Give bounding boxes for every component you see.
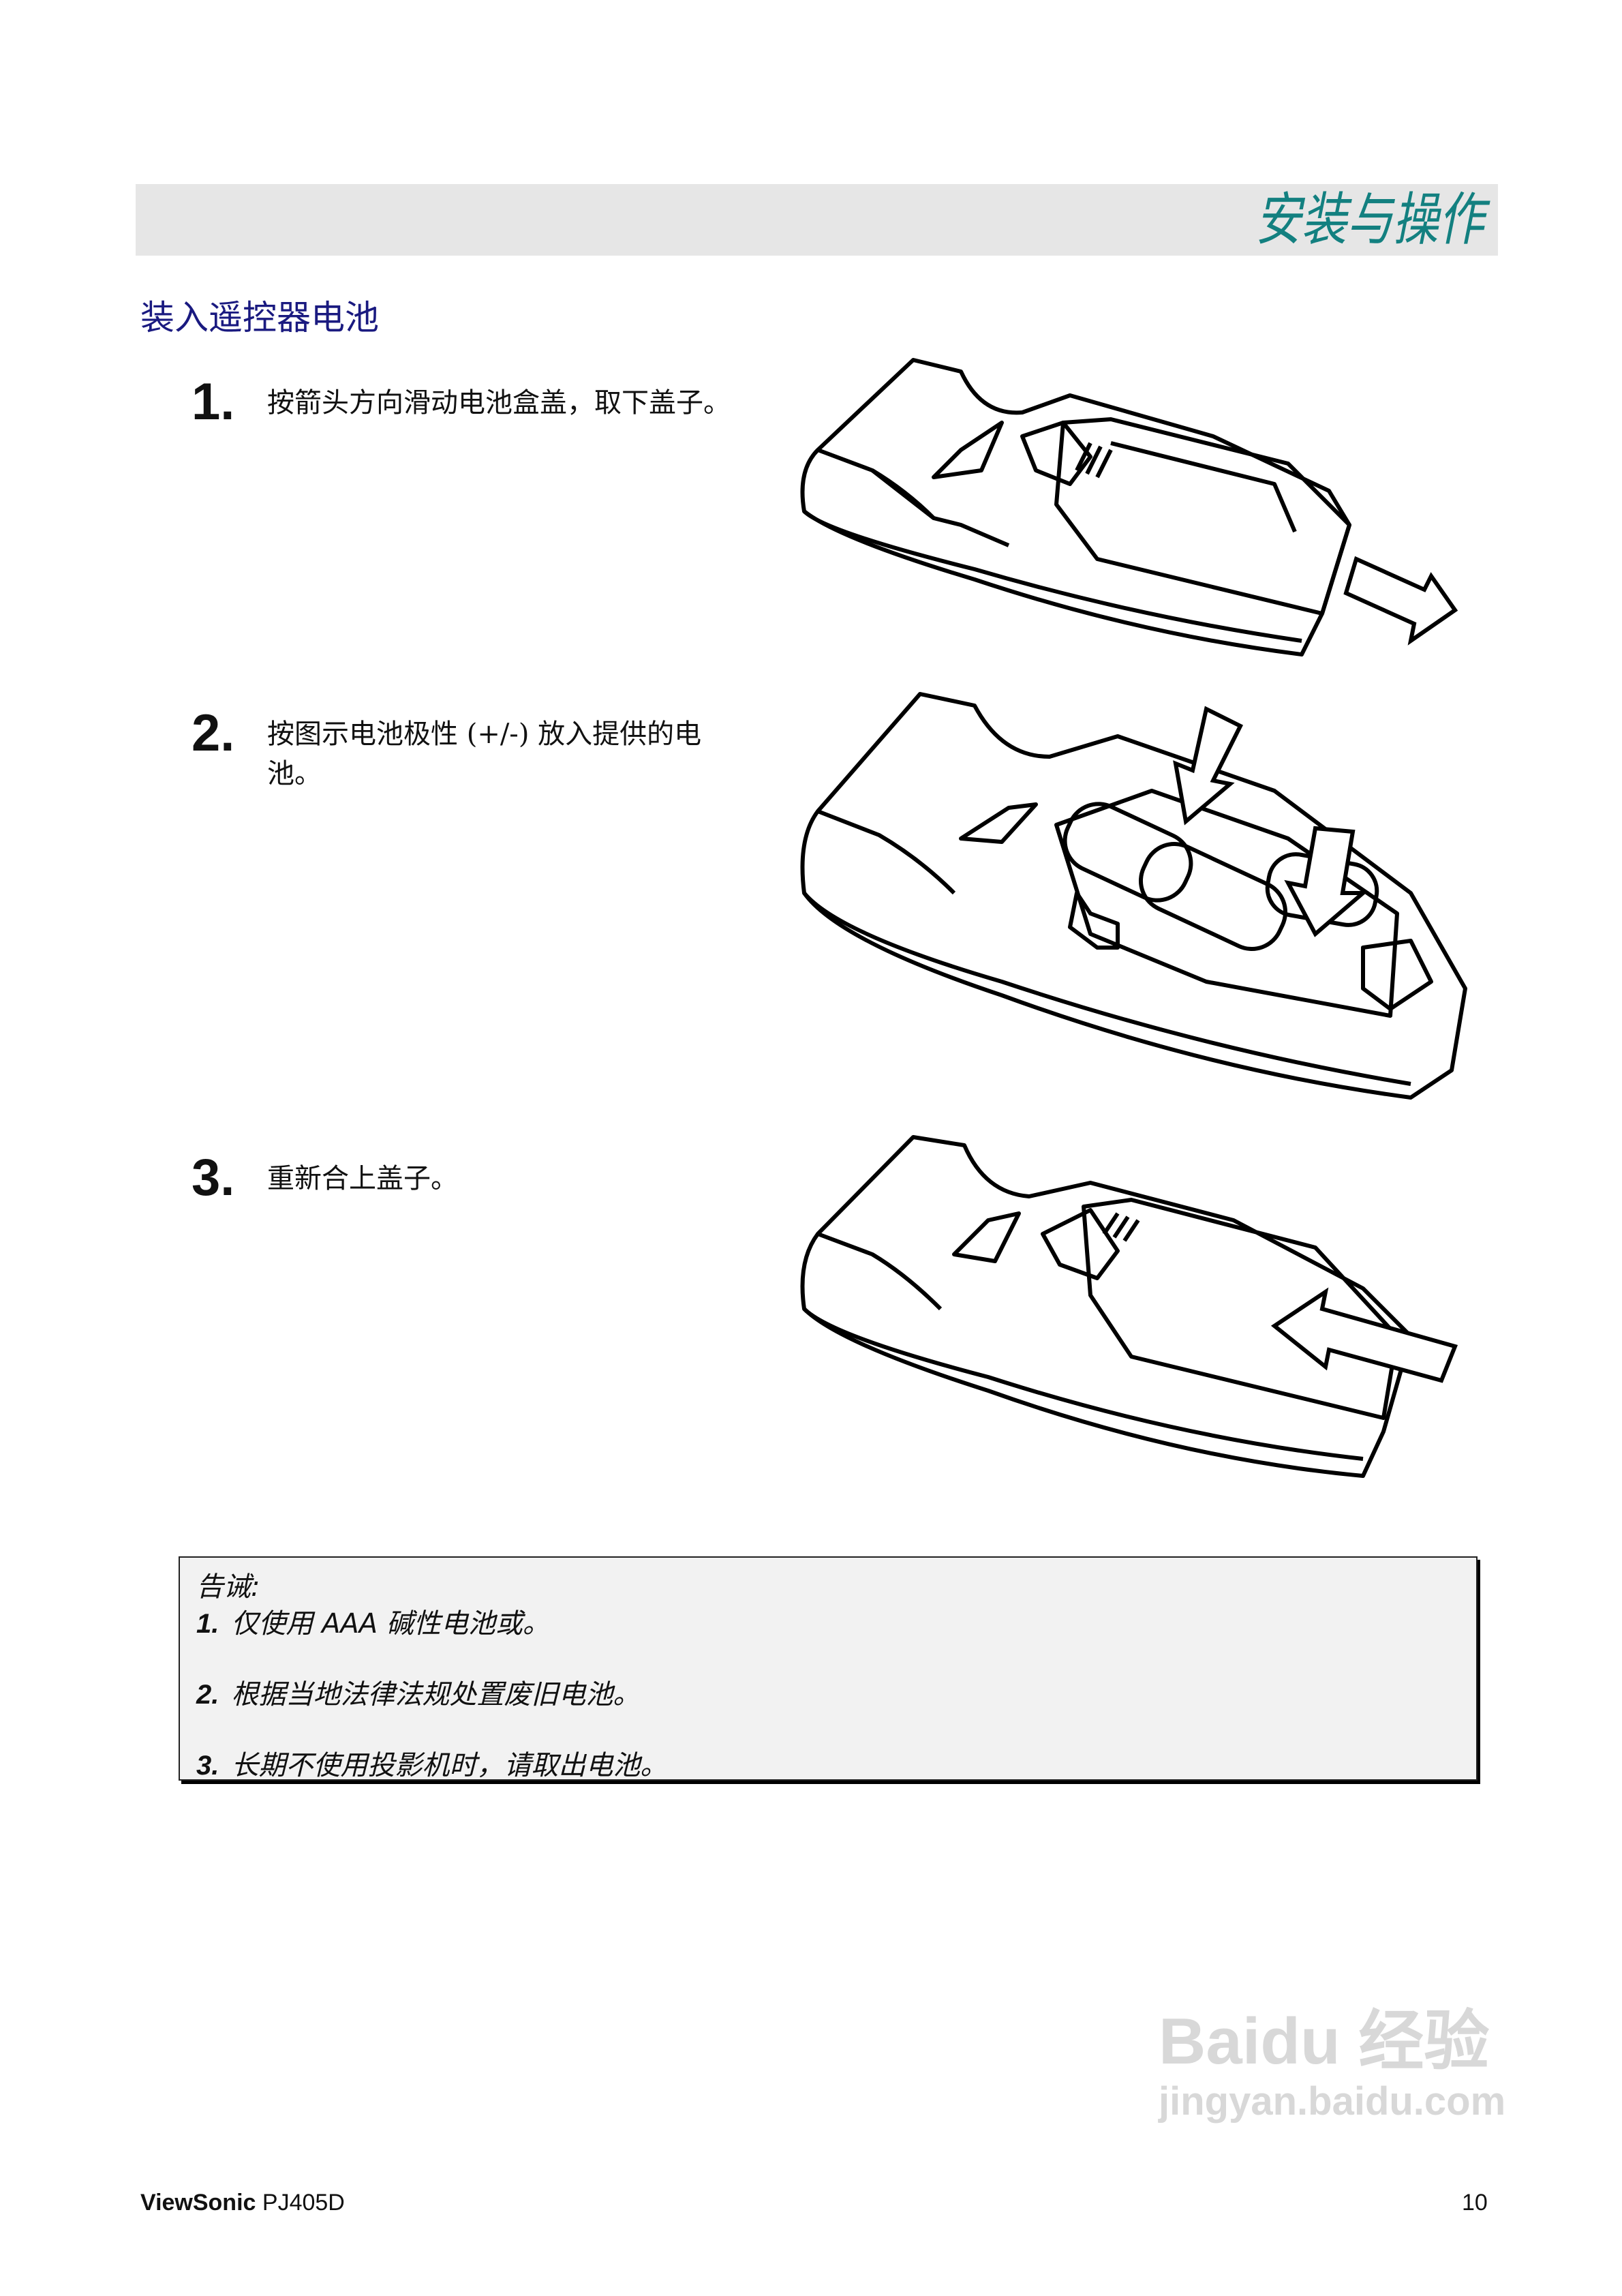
slide-out-arrow-icon xyxy=(1343,556,1458,646)
step-2-text-line1: 按图示电池极性 (+/-) 放入提供的电 xyxy=(267,719,702,750)
footer-brand-name: ViewSonic xyxy=(140,2190,256,2216)
step-2-number: 2. xyxy=(192,704,235,762)
step-1-text: 按箭头方向滑动电池盒盖，取下盖子。 xyxy=(267,387,731,419)
chapter-title: 安装与操作 xyxy=(1255,186,1484,253)
step-3-text: 重新合上盖子。 xyxy=(267,1163,458,1194)
warning-item-number: 1. xyxy=(196,1609,219,1639)
slide-in-arrow-icon xyxy=(1270,1287,1458,1383)
remote-insert-batteries-illustration xyxy=(800,692,1467,1100)
insert-arrow-icon xyxy=(1173,706,1244,826)
footer-model: PJ405D xyxy=(262,2190,345,2216)
step-1-number: 1. xyxy=(192,373,235,431)
insert-arrow-icon xyxy=(1284,826,1369,937)
warning-item-number: 3. xyxy=(196,1751,219,1781)
warning-title: 告诫: xyxy=(196,1571,260,1603)
footer-brand: ViewSonic PJ405D xyxy=(140,2190,345,2216)
remote-close-cover-illustration xyxy=(800,1135,1458,1478)
watermark-line2: jingyan.baidu.com xyxy=(1159,2079,1506,2124)
warning-item-number: 2. xyxy=(196,1680,219,1710)
warning-item-text: 仅使用 AAA 碱性电池或。 xyxy=(231,1608,550,1640)
warning-item-text: 根据当地法律法规处置废旧电池。 xyxy=(231,1679,641,1710)
warning-item-3: 3. 长期不使用投影机时，请取出电池。 xyxy=(196,1743,667,1783)
warning-box: 告诫: 1. 仅使用 AAA 碱性电池或。 2. 根据当地法律法规处置废旧电池。 3… xyxy=(179,1556,1478,1781)
page-number: 10 xyxy=(1462,2190,1488,2216)
warning-item-2: 2. 根据当地法律法规处置废旧电池。 xyxy=(196,1672,640,1712)
remote-remove-cover-illustration xyxy=(800,358,1458,656)
step-2-text-line2: 池。 xyxy=(267,758,322,789)
watermark-line1: Baidu 经验 xyxy=(1159,2005,1490,2078)
baidu-watermark-logo: Baidu 经验 jingyan.baidu.com xyxy=(1159,2004,1505,2125)
section-title: 装入遥控器电池 xyxy=(140,298,379,337)
warning-item-1: 1. 仅使用 AAA 碱性电池或。 xyxy=(196,1601,550,1641)
step-3-number: 3. xyxy=(192,1149,235,1207)
warning-item-text: 长期不使用投影机时，请取出电池。 xyxy=(231,1750,668,1781)
header-band: 安装与操作 xyxy=(136,184,1498,256)
